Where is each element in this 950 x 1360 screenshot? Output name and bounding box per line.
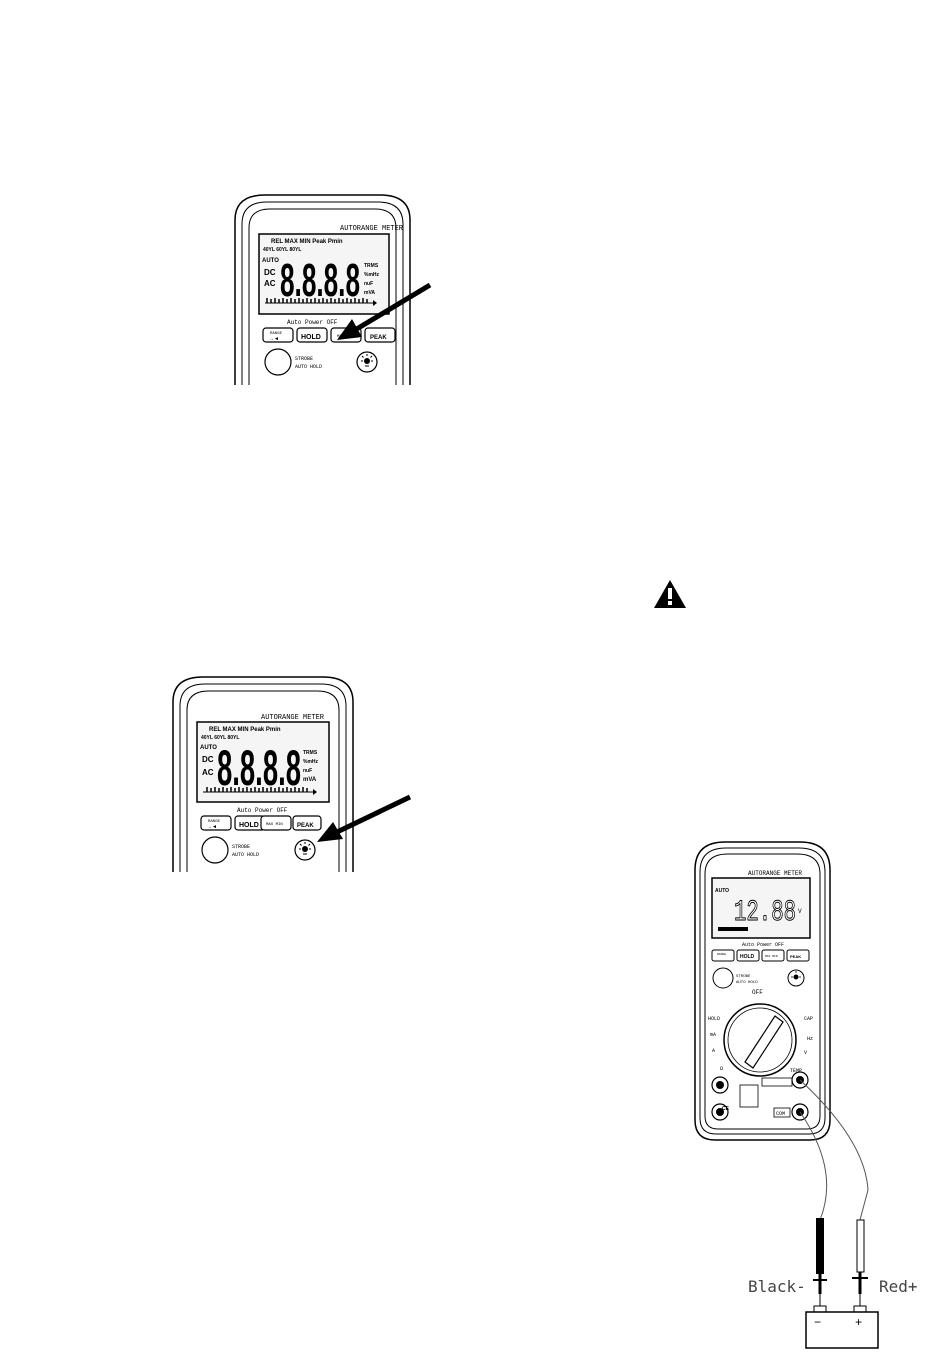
meter-middle-auto-label: AUTO bbox=[200, 745, 217, 751]
svg-text:A: A bbox=[712, 1048, 715, 1054]
meter-full-ce-label: CE bbox=[722, 1106, 730, 1112]
meter-top-units-4: mVA bbox=[364, 290, 375, 296]
meter-middle-bottom-text-2: AUTO HOLD bbox=[232, 852, 259, 858]
svg-text:Hz: Hz bbox=[807, 1036, 813, 1042]
meter-middle-power-button[interactable] bbox=[201, 836, 229, 864]
meter-full-brand: AUTORANGE METER bbox=[748, 870, 802, 877]
svg-text:→◄: →◄ bbox=[207, 824, 217, 830]
meter-middle-digits: 8.8.8.8 bbox=[217, 740, 301, 796]
battery-minus: − bbox=[814, 1316, 821, 1330]
meter-middle-light-button[interactable] bbox=[294, 839, 316, 861]
red-probe bbox=[852, 1219, 868, 1310]
meter-middle-maxmin-button[interactable]: MAX MIN bbox=[260, 815, 292, 831]
svg-text:Ω: Ω bbox=[720, 1066, 723, 1072]
meter-full-maxmin-button[interactable]: MAX MIN bbox=[761, 949, 785, 962]
meter-top-light-button[interactable] bbox=[356, 351, 378, 373]
svg-text:TRMS: TRMS bbox=[303, 750, 318, 756]
svg-text:mVA: mVA bbox=[303, 777, 317, 783]
meter-full-peak-button[interactable]: PEAK bbox=[786, 949, 810, 962]
svg-text:RANGE: RANGE bbox=[208, 820, 221, 824]
svg-text:%mHz: %mHz bbox=[303, 759, 319, 765]
red-lead-label: Red+ bbox=[879, 1277, 918, 1296]
svg-text:MAX MIN: MAX MIN bbox=[266, 823, 283, 827]
svg-text:nuF: nuF bbox=[303, 768, 312, 774]
meter-top-ac-label: AC bbox=[264, 279, 276, 288]
meter-middle-status-row1: REL MAX MIN Peak Pmin bbox=[209, 727, 281, 733]
svg-text:→◄: →◄ bbox=[269, 336, 279, 342]
battery-plus: + bbox=[855, 1316, 862, 1330]
meter-top-bargraph bbox=[266, 298, 377, 306]
meter-top-power-button[interactable] bbox=[264, 348, 292, 376]
svg-text:V: V bbox=[804, 1050, 807, 1056]
meter-middle-peak-button[interactable]: PEAK bbox=[292, 815, 322, 831]
svg-text:TEMP: TEMP bbox=[790, 1068, 802, 1074]
meter-middle-dc-label: DC bbox=[202, 755, 214, 764]
meter-top-range-button[interactable]: RANGE →◄ bbox=[262, 327, 294, 343]
meter-top-status-row1: REL MAX MIN Peak Pmin bbox=[271, 239, 343, 245]
black-lead-label: Black- bbox=[748, 1277, 806, 1296]
meter-top-peak-button[interactable]: PEAK bbox=[364, 327, 396, 343]
battery: − + bbox=[805, 1305, 879, 1349]
meter-top-drawing: AUTORANGE METER REL MAX MIN Peak Pmin 40… bbox=[234, 194, 432, 385]
svg-text:V: V bbox=[798, 908, 802, 915]
warning-triangle-icon bbox=[652, 578, 688, 610]
meter-middle-bargraph bbox=[206, 787, 317, 795]
meter-full-range-button[interactable]: RANGE bbox=[711, 949, 735, 962]
light-bulb-icon bbox=[791, 971, 801, 980]
meter-middle-bottom-text-1: STROBE bbox=[232, 844, 250, 850]
svg-text:HOLD: HOLD bbox=[301, 334, 321, 341]
meter-middle-status-row2: 40YL 60YL 80YL bbox=[201, 735, 239, 741]
meter-top-dc-label: DC bbox=[264, 268, 276, 277]
meter-middle-brand: AUTORANGE METER bbox=[261, 714, 325, 722]
meter-full-off-label: OFF bbox=[752, 989, 763, 996]
svg-text:RANGE: RANGE bbox=[717, 953, 726, 956]
svg-text:MAX MIN: MAX MIN bbox=[765, 955, 778, 958]
meter-full-reading: 12.88 bbox=[734, 896, 796, 930]
svg-text:STROBE: STROBE bbox=[736, 975, 751, 979]
meter-top-units-1: TRMS bbox=[364, 263, 379, 269]
pointer-arrow-icon bbox=[317, 794, 412, 842]
black-probe bbox=[813, 1218, 827, 1310]
meter-full-hold-button[interactable]: HOLD bbox=[736, 949, 760, 962]
meter-full-auto-label: AUTO bbox=[715, 888, 729, 894]
meter-top-figure: AUTORANGE METER REL MAX MIN Peak Pmin 40… bbox=[225, 190, 440, 385]
meter-top-status-row2: 40YL 60YL 80YL bbox=[263, 247, 301, 253]
meter-middle-figure: AUTORANGE METER REL MAX MIN Peak Pmin 40… bbox=[165, 672, 415, 872]
meter-top-hold-button[interactable]: HOLD bbox=[296, 327, 328, 343]
svg-text:mA: mA bbox=[710, 1032, 716, 1038]
meter-top-bottom-text-2: AUTO HOLD bbox=[295, 364, 322, 370]
meter-top-bottom-text-1: STROBE bbox=[295, 356, 313, 362]
meter-middle-ac-label: AC bbox=[202, 768, 214, 777]
meter-full-com-label: COM bbox=[776, 1111, 785, 1117]
meter-full-figure: AUTORANGE METER AUTO 12.88 V Auto Power … bbox=[690, 840, 930, 1350]
meter-top-brand: AUTORANGE METER bbox=[340, 225, 404, 233]
meter-full-drawing: AUTORANGE METER AUTO 12.88 V Auto Power … bbox=[694, 841, 918, 1349]
light-bulb-icon bbox=[299, 842, 311, 855]
meter-full-light-button[interactable] bbox=[787, 969, 805, 987]
meter-top-auto-power-off: Auto Power OFF bbox=[287, 319, 338, 326]
meter-top-units-2: %mHz bbox=[364, 272, 380, 278]
svg-text:RANGE: RANGE bbox=[270, 332, 283, 336]
svg-text:AUTO HOLD: AUTO HOLD bbox=[736, 981, 758, 985]
rotary-dial[interactable] bbox=[723, 1003, 797, 1077]
meter-middle-range-button[interactable]: RANGE →◄ bbox=[200, 815, 232, 831]
svg-text:CAP: CAP bbox=[804, 1016, 813, 1022]
meter-middle-auto-power-off: Auto Power OFF bbox=[237, 807, 288, 814]
svg-text:PEAK: PEAK bbox=[790, 954, 801, 959]
pointer-arrow-icon bbox=[337, 282, 432, 340]
meter-top-auto-label: AUTO bbox=[262, 258, 279, 264]
meter-top-digits: 8.8.8.8 bbox=[280, 254, 360, 306]
meter-top-units-3: nuF bbox=[364, 281, 373, 287]
svg-text:HOLD: HOLD bbox=[708, 1016, 720, 1022]
light-bulb-icon bbox=[361, 354, 373, 367]
svg-text:HOLD: HOLD bbox=[740, 954, 755, 960]
meter-full-auto-power-off: Auto Power OFF bbox=[742, 942, 784, 948]
svg-text:HOLD: HOLD bbox=[239, 822, 259, 829]
meter-full-power-button[interactable] bbox=[712, 967, 734, 989]
svg-text:PEAK: PEAK bbox=[297, 823, 314, 829]
svg-text:PEAK: PEAK bbox=[370, 335, 387, 341]
meter-middle-drawing: AUTORANGE METER REL MAX MIN Peak Pmin 40… bbox=[172, 676, 412, 872]
